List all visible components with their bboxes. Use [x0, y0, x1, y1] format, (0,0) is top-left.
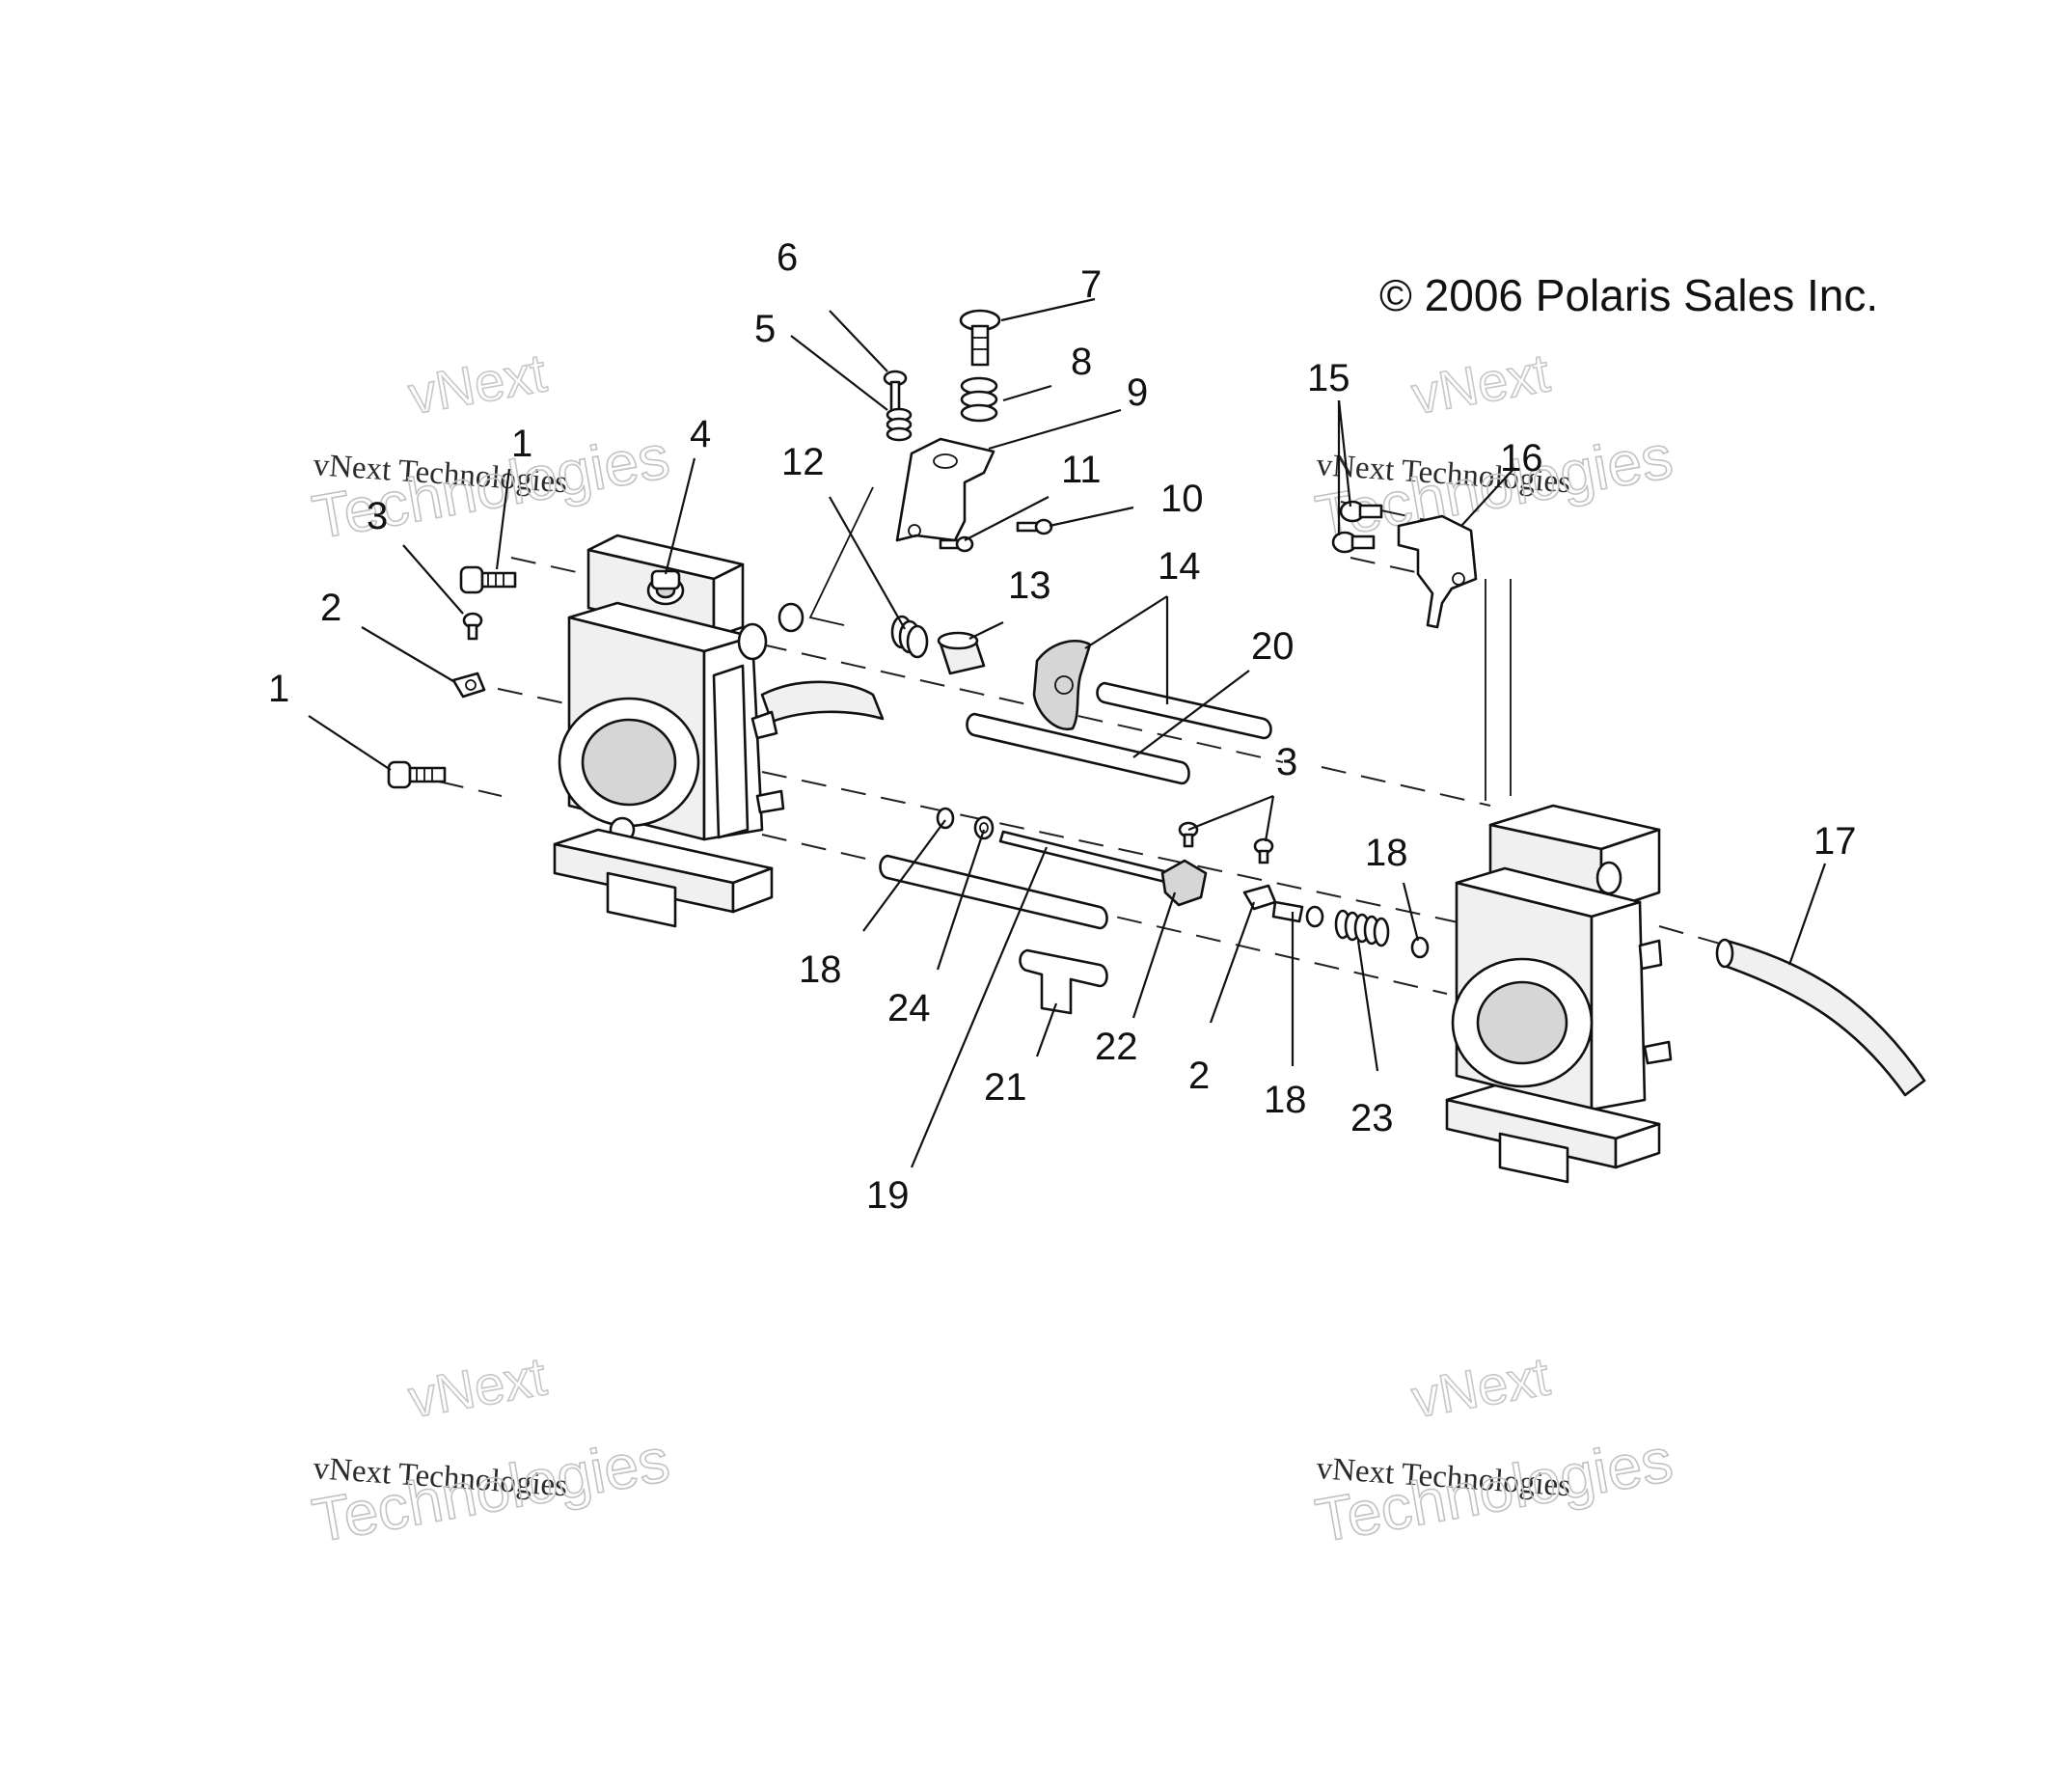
callout-17: 17 — [1813, 820, 1857, 863]
watermark-bottom-left: vNext vNext Technologies Technologies — [307, 1344, 675, 1556]
tube-part-left-lower — [879, 854, 1108, 930]
shaft-part-19 — [998, 830, 1174, 885]
callout-1-upper: 1 — [511, 423, 532, 465]
watermark-line3: Technologies — [308, 422, 674, 553]
bracket-part-2-right — [1242, 884, 1277, 911]
bracket-part-16 — [1397, 514, 1478, 629]
callout-3-right: 3 — [1276, 741, 1297, 783]
screw-part-6 — [883, 370, 908, 413]
screw-part-10 — [1016, 518, 1053, 535]
callout-2-right: 2 — [1188, 1055, 1210, 1097]
bracket-part-9 — [895, 437, 995, 542]
washer-part-18-center — [1305, 905, 1324, 928]
callout-10: 10 — [1160, 478, 1204, 520]
spring-part-23 — [1334, 909, 1390, 947]
left-carburetor — [553, 534, 885, 928]
callout-3-left: 3 — [367, 495, 388, 537]
bracket-part-2-left — [451, 672, 486, 699]
callout-19: 19 — [866, 1174, 910, 1217]
callout-21: 21 — [984, 1066, 1027, 1109]
callout-6: 6 — [777, 236, 798, 279]
callout-15: 15 — [1307, 357, 1350, 399]
callout-4: 4 — [690, 413, 711, 455]
callout-labels: 1 1 2 2 3 3 4 5 6 7 8 9 10 11 12 13 14 1… — [268, 236, 1857, 1217]
leader-lines — [308, 297, 1827, 1168]
watermark-bottom-right: vNext vNext Technologies Technologies — [1310, 1344, 1678, 1556]
spring-part-8 — [960, 376, 998, 423]
callout-18-right: 18 — [1365, 832, 1408, 874]
screws-part-3-right — [1178, 821, 1274, 864]
screws-part-15 — [1331, 500, 1383, 554]
callout-13: 13 — [1008, 564, 1051, 607]
watermark-top-left: vNext vNext Technologies Technologies — [307, 341, 675, 553]
callout-23: 23 — [1350, 1097, 1394, 1139]
callout-16: 16 — [1500, 437, 1543, 480]
hose-part-17 — [1715, 938, 1926, 1097]
callout-18-center: 18 — [1264, 1079, 1307, 1121]
watermark-line3: Technologies — [1311, 422, 1677, 553]
callout-2-left: 2 — [320, 587, 341, 629]
watermark-line3: Technologies — [308, 1425, 674, 1556]
callout-11: 11 — [1061, 449, 1102, 491]
lever-part-14 — [1032, 640, 1092, 731]
tee-fitting-part-21 — [1019, 948, 1108, 1015]
shaft-part-20 — [966, 712, 1190, 785]
collar-part-13 — [937, 631, 986, 675]
callout-22: 22 — [1095, 1026, 1138, 1068]
copyright-notice: © 2006 Polaris Sales Inc. — [1379, 270, 1878, 320]
watermark-line1: vNext — [1407, 1345, 1554, 1429]
screw-part-1-upper — [459, 565, 517, 594]
screw-part-3-left — [462, 612, 483, 641]
cam-part-22 — [1160, 859, 1208, 907]
callout-9: 9 — [1127, 371, 1148, 414]
callout-7: 7 — [1080, 263, 1102, 306]
callout-20: 20 — [1251, 625, 1295, 668]
callout-1-lower: 1 — [268, 668, 289, 710]
screw-part-11 — [939, 535, 974, 553]
washer-part-24 — [973, 815, 995, 840]
washer-part-18-right — [1410, 936, 1430, 959]
callout-12: 12 — [781, 441, 825, 483]
screw-part-1-lower — [387, 760, 447, 789]
shaft-part-14 — [1096, 681, 1272, 740]
shaft-part-18-right — [1271, 900, 1304, 923]
spring-part-12 — [890, 615, 929, 659]
callout-18-left: 18 — [799, 948, 842, 991]
watermark-line3: Technologies — [1311, 1425, 1677, 1556]
watermark-line1: vNext — [1407, 342, 1554, 425]
right-carburetor — [1445, 804, 1673, 1184]
watermark-line1: vNext — [404, 342, 551, 425]
screw-part-7 — [959, 309, 1001, 367]
callout-24: 24 — [887, 987, 931, 1029]
callout-14: 14 — [1158, 545, 1201, 588]
callout-5: 5 — [754, 308, 776, 350]
callout-8: 8 — [1071, 341, 1092, 383]
washer-part-18-left — [936, 807, 955, 830]
spring-part-5 — [886, 407, 913, 442]
watermark-line1: vNext — [404, 1345, 551, 1429]
